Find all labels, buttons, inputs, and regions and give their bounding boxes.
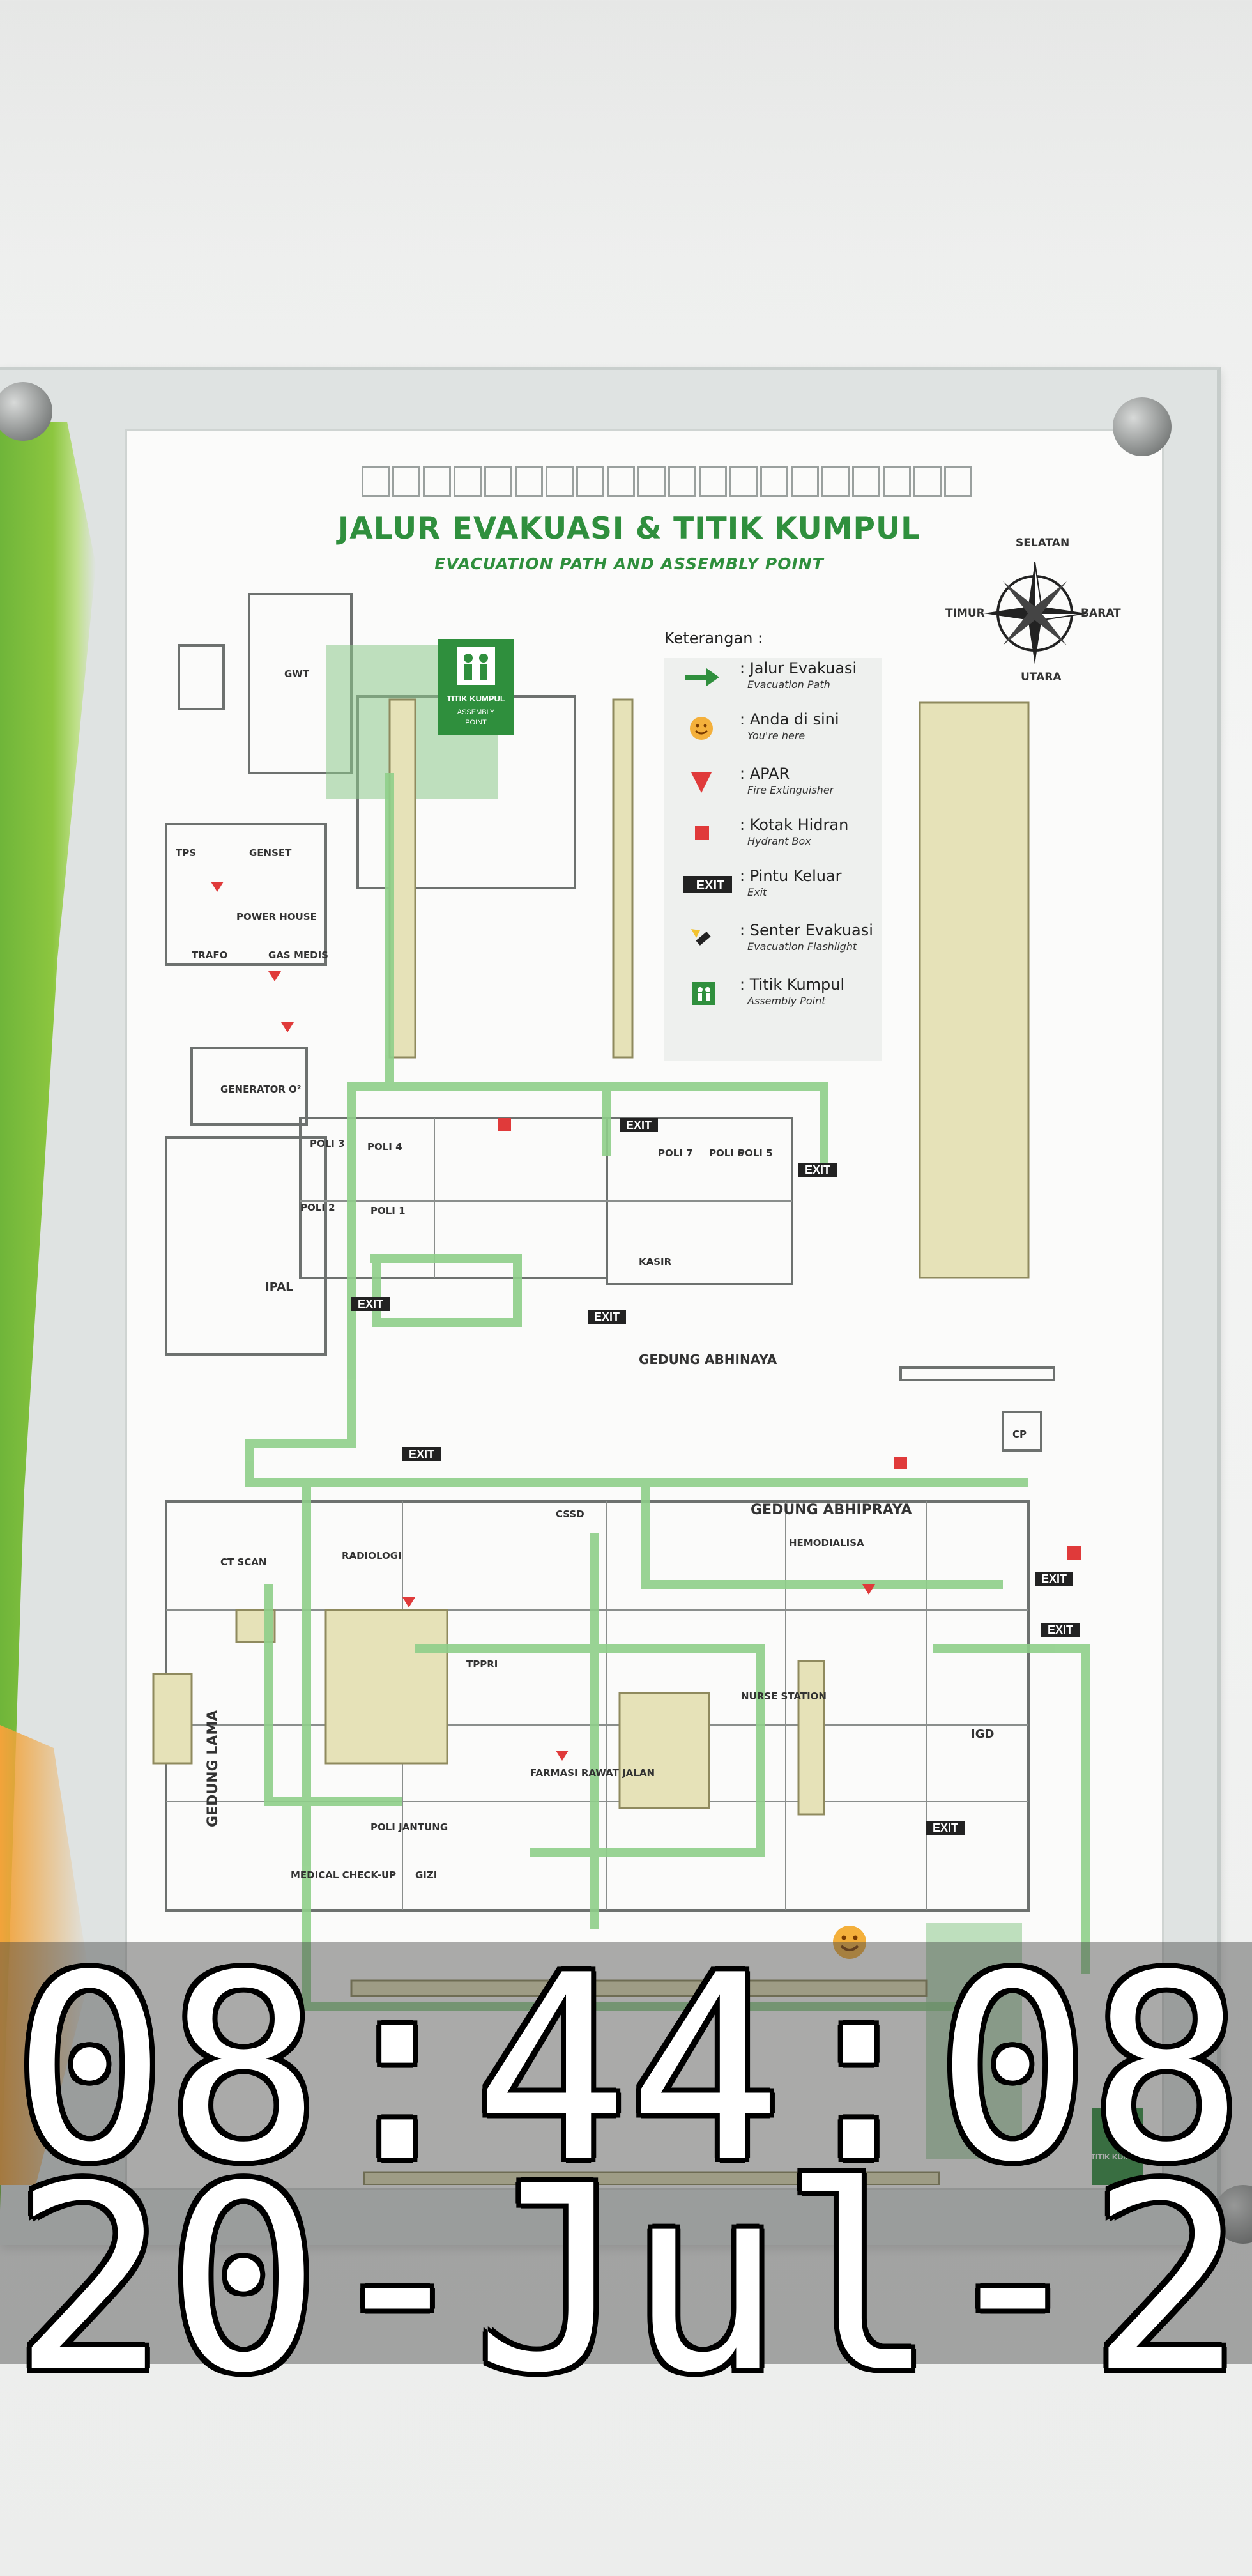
legend-item: : Kotak Hidran Hydrant Box bbox=[664, 815, 882, 859]
exit-sign-icon: EXIT bbox=[683, 876, 732, 893]
label-poli1: POLI 1 bbox=[370, 1205, 406, 1216]
svg-text:TITIK KUMPUL: TITIK KUMPUL bbox=[447, 694, 505, 703]
label-poli4: POLI 4 bbox=[367, 1141, 402, 1153]
svg-text:POINT: POINT bbox=[465, 719, 487, 726]
compass-rose: SELATAN TIMUR BARAT UTARA bbox=[945, 537, 1121, 690]
label-ct-scan: CT SCAN bbox=[220, 1556, 266, 1568]
label-kasir: KASIR bbox=[639, 1256, 672, 1268]
legend: : Jalur Evakuasi Evacuation Path : Anda … bbox=[664, 658, 882, 1061]
exit-sign: EXIT bbox=[1041, 1572, 1067, 1585]
legend-heading: Keterangan : bbox=[664, 629, 763, 647]
label-poli2: POLI 2 bbox=[300, 1202, 335, 1213]
svg-text:TITIK KUMPUL: TITIK KUMPUL bbox=[1091, 2152, 1143, 2161]
legend-item: : Anda di sini You're here bbox=[664, 709, 882, 754]
legend-item: EXIT : Pintu Keluar Exit bbox=[664, 866, 882, 910]
assembly-area-southeast bbox=[926, 1923, 1022, 2159]
label-ipal: IPAL bbox=[265, 1280, 293, 1294]
timestamp-date: 20-Jul-2 bbox=[13, 2153, 1244, 2409]
green-arrow-icon bbox=[685, 668, 719, 686]
assembly-point-icon bbox=[692, 982, 715, 1005]
label-poli6: POLI 6 bbox=[709, 1147, 744, 1159]
legend-item: : Jalur Evakuasi Evacuation Path bbox=[664, 658, 882, 703]
red-square-icon bbox=[695, 826, 709, 840]
label-trafo: TRAFO bbox=[192, 949, 227, 961]
blank-letter-boxes bbox=[362, 466, 975, 497]
label-tps: TPS bbox=[176, 847, 196, 859]
exit-sign: EXIT bbox=[1048, 1623, 1073, 1636]
label-medical-checkup: MEDICAL CHECK-UP bbox=[291, 1869, 396, 1881]
smiley-icon bbox=[690, 717, 713, 740]
you-are-here-icon bbox=[833, 1926, 866, 1959]
assembly-point-sign: TITIK KUMPUL ASSEMBLY POINT bbox=[438, 639, 514, 735]
compass-bottom-label: UTARA bbox=[1021, 671, 1062, 684]
label-gas-medis: GAS MEDIS bbox=[268, 949, 328, 961]
exit-sign: EXIT bbox=[626, 1119, 652, 1131]
label-gedung-abhipraya: GEDUNG ABHIPRAYA bbox=[751, 1502, 912, 1518]
assembly-point-sign-southeast: TITIK KUMPUL bbox=[1091, 2108, 1143, 2185]
label-poli7: POLI 7 bbox=[658, 1147, 693, 1159]
exit-sign: EXIT bbox=[805, 1163, 830, 1176]
label-farmasi: FARMASI RAWAT JALAN bbox=[530, 1767, 655, 1779]
compass-left-label: TIMUR bbox=[945, 607, 985, 620]
exit-sign: EXIT bbox=[594, 1310, 620, 1323]
label-radiologi: RADIOLOGI bbox=[342, 1550, 402, 1561]
label-power-house: POWER HOUSE bbox=[236, 911, 317, 923]
legend-item: : APAR Fire Extinguisher bbox=[664, 763, 882, 808]
svg-text:ASSEMBLY: ASSEMBLY bbox=[457, 709, 495, 716]
label-generator: GENERATOR O² bbox=[220, 1084, 301, 1095]
legend-item: : Senter Evakuasi Evacuation Flashlight bbox=[664, 920, 882, 965]
label-tppri: TPPRI bbox=[466, 1659, 498, 1670]
timestamp-band bbox=[0, 1942, 1252, 2364]
mounting-bolt-left bbox=[0, 382, 52, 441]
sign-subtitle: EVACUATION PATH AND ASSEMBLY POINT bbox=[434, 555, 824, 573]
exit-sign: EXIT bbox=[933, 1821, 958, 1834]
mounting-bolt-right bbox=[1113, 397, 1172, 456]
compass-right-label: BARAT bbox=[1081, 607, 1121, 620]
legend-item: : Titik Kumpul Assembly Point bbox=[664, 974, 882, 1019]
flashlight-icon bbox=[691, 929, 711, 946]
label-gedung-abhinaya: GEDUNG ABHINAYA bbox=[639, 1352, 777, 1367]
exit-sign: EXIT bbox=[358, 1298, 383, 1310]
label-poli5: POLI 5 bbox=[738, 1147, 773, 1159]
label-poli-jantung: POLI JANTUNG bbox=[370, 1821, 448, 1833]
label-poli3: POLI 3 bbox=[310, 1138, 345, 1149]
label-gizi: GIZI bbox=[415, 1869, 437, 1881]
exit-sign: EXIT bbox=[409, 1448, 434, 1460]
compass-icon bbox=[984, 562, 1087, 664]
sign-title: JALUR EVAKUASI & TITIK KUMPUL bbox=[337, 511, 921, 546]
label-gedung-lama: GEDUNG LAMA bbox=[205, 1710, 221, 1827]
label-genset: GENSET bbox=[249, 847, 292, 859]
label-nurse-station: NURSE STATION bbox=[741, 1690, 827, 1702]
timestamp-time: 08:44:08 bbox=[13, 1942, 1244, 2198]
label-gwt: GWT bbox=[284, 668, 310, 680]
label-cp: CP bbox=[1012, 1429, 1027, 1440]
label-cssd: CSSD bbox=[556, 1508, 584, 1520]
floor-plan-map: GWT TPS GENSET POWER HOUSE TRAFO GAS MED… bbox=[152, 593, 1143, 2185]
compass-top-label: SELATAN bbox=[1016, 537, 1070, 549]
svg-text:EXIT: EXIT bbox=[696, 878, 724, 893]
label-igd: IGD bbox=[971, 1728, 994, 1741]
label-hemodialisa: HEMODIALISA bbox=[789, 1537, 864, 1549]
red-triangle-icon bbox=[691, 772, 712, 793]
